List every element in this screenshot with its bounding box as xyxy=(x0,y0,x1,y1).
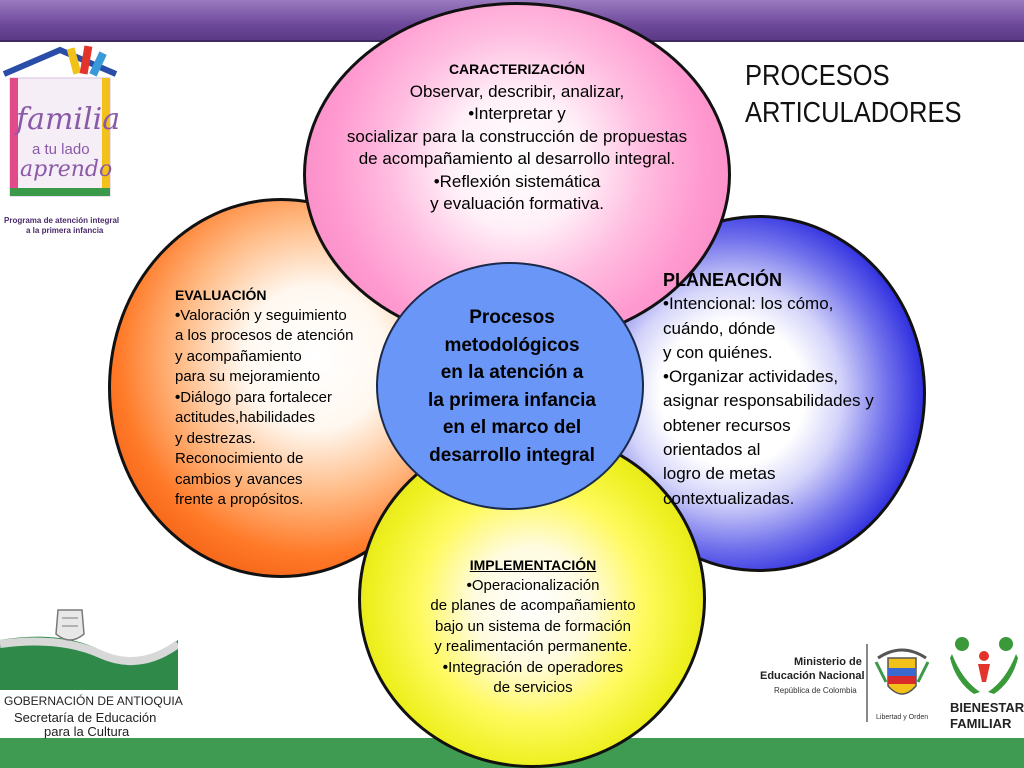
center-circle xyxy=(376,262,644,510)
center-line: la primera infancia xyxy=(428,389,596,411)
ministerio-logo: Ministerio de Educación Nacional Repúbli… xyxy=(756,640,936,730)
evaluacion-line: actitudes,habilidades xyxy=(175,409,316,426)
planeacion-line: cuándo, dónde xyxy=(663,318,776,338)
evaluacion-line: •Valoración y seguimiento xyxy=(175,306,385,327)
evaluacion-line: •Diálogo para fortalecer xyxy=(175,388,385,409)
ministerio-logo-line: Ministerio de xyxy=(794,656,862,668)
colombia-coat-of-arms-icon xyxy=(874,648,930,695)
planeacion-line: obtener recursos xyxy=(663,415,791,435)
center-line: metodológicos xyxy=(444,334,580,356)
evaluacion-heading: EVALUACIÓN xyxy=(175,287,267,303)
bienestar-logo-line: BIENESTAR xyxy=(950,700,1024,715)
evaluacion-line: Reconocimiento de xyxy=(175,450,304,467)
implementacion-line: de planes de acompañamiento xyxy=(430,597,636,614)
antioquia-logo: GOBERNACIÓN DE ANTIOQUIA Secretaría de E… xyxy=(0,600,183,739)
caracterizacion-line: socializar para la construcción de propu… xyxy=(346,126,688,146)
familia-logo-word: a tu lado xyxy=(32,141,90,158)
implementacion-line: bajo un sistema de formación xyxy=(435,617,631,635)
familia-logo-icon xyxy=(2,45,118,197)
page-title-line-1: PROCESOS xyxy=(745,60,890,92)
ministerio-divider xyxy=(866,644,868,722)
caracterizacion-line: de acompañamiento al desarrollo integral… xyxy=(358,149,676,168)
planeacion-line: asignar responsabilidades y xyxy=(663,391,874,411)
planeacion-line: y con quiénes. xyxy=(663,342,773,362)
implementacion-line: •Operacionalización xyxy=(408,576,658,597)
caracterizacion-line: •Interpretar y xyxy=(468,104,566,123)
implementacion-line-text: Integración de operadores xyxy=(448,658,624,676)
evaluacion-line-text: Diálogo para fortalecer xyxy=(180,388,333,406)
center-text: Procesos metodológicos en la atención a … xyxy=(386,304,638,469)
antioquia-seal-icon xyxy=(0,609,181,690)
caracterizacion-line: y evaluación formativa. xyxy=(430,194,604,213)
evaluacion-line: frente a propósitos. xyxy=(175,491,304,508)
bullet-icon: • xyxy=(466,576,472,594)
planeacion-line: contextualizadas. xyxy=(663,488,795,508)
evaluacion-line-text: Valoración y seguimiento xyxy=(180,306,347,324)
antioquia-logo-line: para la Cultura xyxy=(44,724,130,739)
evaluacion-line: cambios y avances xyxy=(175,470,303,488)
evaluacion-line: a los procesos de atención xyxy=(175,327,354,344)
implementacion-heading: IMPLEMENTACIÓN xyxy=(469,557,597,573)
familia-logo: familia a tu lado aprendo Programa de at… xyxy=(0,44,120,240)
page-title-line-2: ARTICULADORES xyxy=(745,97,962,129)
center-line: desarrollo integral xyxy=(429,444,595,466)
implementacion-line-text: Operacionalización xyxy=(471,576,600,594)
bienestar-logo: BIENESTAR FAMILIAR xyxy=(944,632,1024,734)
planeacion-line: •Intencional: los cómo, xyxy=(663,294,834,314)
page-title: PROCESOS ARTICULADORES xyxy=(745,58,983,132)
center-line: en el marco del xyxy=(442,417,582,438)
familia-logo-word: aprendo xyxy=(20,157,113,182)
ministerio-logo-motto: Libertad y Orden xyxy=(876,714,929,721)
familia-logo-caption: a la primera infancia xyxy=(26,226,104,235)
caracterizacion-line: •Reflexión sistemática xyxy=(433,171,601,191)
evaluacion-text: EVALUACIÓN •Valoración y seguimiento a l… xyxy=(175,285,385,511)
planeacion-heading: PLANEACIÓN xyxy=(663,270,783,290)
ministerio-logo-line: República de Colombia xyxy=(774,686,857,695)
bullet-icon: • xyxy=(175,388,181,406)
evaluacion-line: y destrezas. xyxy=(175,429,256,447)
bienestar-logo-line: FAMILIAR xyxy=(950,716,1012,731)
implementacion-line: y realimentación permanente. xyxy=(434,638,632,655)
caracterizacion-line: Observar, describir, analizar, xyxy=(409,81,625,101)
familia-logo-caption: Programa de atención integral xyxy=(4,216,120,225)
bullet-icon: • xyxy=(175,306,181,324)
antioquia-logo-line: Secretaría de Educación xyxy=(14,710,157,725)
familia-logo-word: familia xyxy=(16,102,121,137)
evaluacion-line: y acompañamiento xyxy=(175,347,302,365)
implementacion-line: •Integración de operadores xyxy=(408,658,658,679)
evaluacion-line: para su mejoramiento xyxy=(175,368,321,385)
planeacion-line: orientados al xyxy=(663,440,761,460)
ministerio-logo-line: Educación Nacional xyxy=(760,670,865,682)
antioquia-logo-line: GOBERNACIÓN DE ANTIOQUIA xyxy=(4,694,183,708)
implementacion-line: de servicios xyxy=(493,679,573,696)
caracterizacion-text: CARACTERIZACIÓN Observar, describir, ana… xyxy=(310,58,724,216)
planeacion-line: •Organizar actividades, xyxy=(663,367,839,387)
bienestar-family-icon xyxy=(950,637,1018,694)
planeacion-text: PLANEACIÓN •Intencional: los cómo, cuánd… xyxy=(663,268,923,511)
caracterizacion-heading: CARACTERIZACIÓN xyxy=(448,61,586,77)
center-line: Procesos xyxy=(469,307,555,328)
implementacion-text: IMPLEMENTACIÓN •Operacionalización de pl… xyxy=(408,555,658,699)
planeacion-line: logro de metas xyxy=(663,464,776,484)
bullet-icon: • xyxy=(442,658,449,676)
center-line: en la atención a xyxy=(440,362,584,383)
